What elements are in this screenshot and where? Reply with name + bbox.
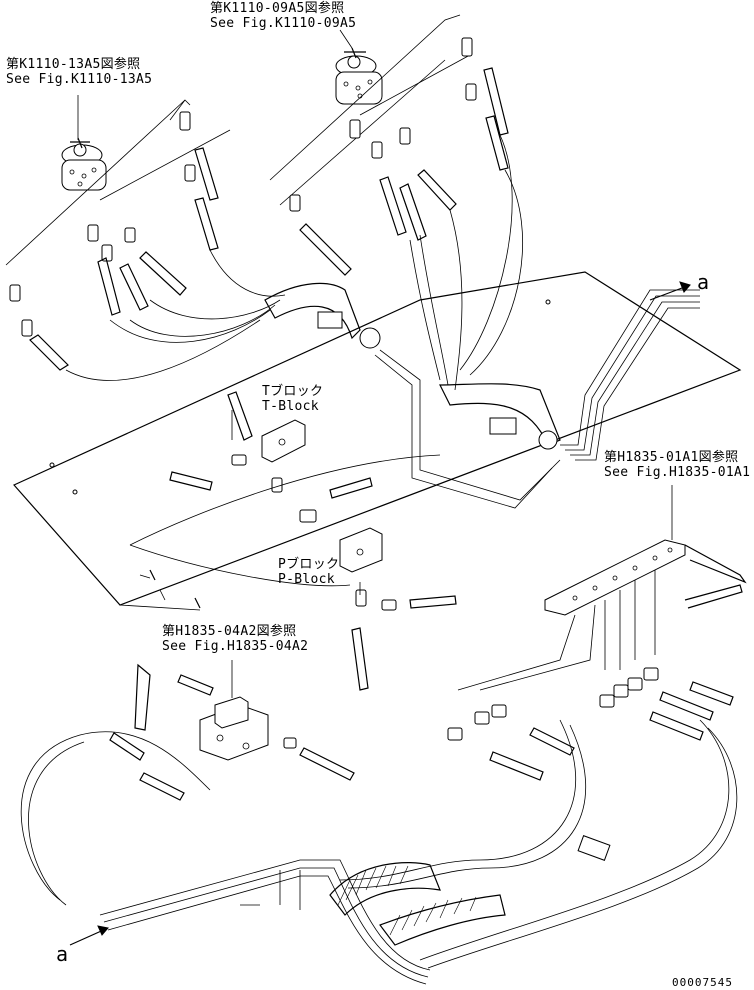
p-block: [129, 454, 457, 691]
ref-label-en: See Fig.H1835-04A2: [162, 639, 309, 654]
t-block-label: Tブロック T-Block: [262, 384, 323, 414]
connector-a-bottom: a: [56, 942, 69, 966]
leader-lines-misc: [77, 29, 673, 698]
connector-arrows: [69, 281, 691, 946]
connector-a-top: a: [697, 270, 710, 294]
ref-label-h1835-04a2: 第H1835-04A2図参照 See Fig.H1835-04A2: [162, 624, 308, 654]
ref-label-k1110-09a5: 第K1110-09A5図参照 See Fig.K1110-09A5: [210, 1, 356, 31]
ref-label-en: See Fig.H1835-01A1: [604, 465, 751, 480]
ref-label-jp: 第H1835-04A2図参照: [162, 624, 297, 639]
p-block-label-jp: Pブロック: [278, 557, 340, 572]
fittings-left-cluster: [9, 111, 219, 371]
solenoid-valve: [109, 663, 355, 801]
document-number: 00007545: [672, 976, 733, 989]
floor-plate: [13, 271, 742, 611]
manifold-bracket: [457, 539, 747, 691]
t-block: [169, 391, 306, 493]
ref-label-en: See Fig.K1110-13A5: [6, 72, 153, 87]
t-block-label-en: T-Block: [262, 399, 319, 414]
ref-label-jp: 第K1110-09A5図参照: [210, 1, 345, 16]
hose-bundle-bottom: [20, 719, 738, 985]
p-block-label: Pブロック P-Block: [278, 557, 339, 587]
ref-label-k1110-13a5: 第K1110-13A5図参照 See Fig.K1110-13A5: [6, 57, 152, 87]
t-block-label-jp: Tブロック: [262, 384, 324, 399]
hose-bundle-right: [374, 134, 700, 509]
ppc-valve-left: [61, 137, 107, 191]
fittings-right-cluster: [289, 37, 509, 276]
hose-bundle-left: [65, 249, 381, 381]
ref-label-jp: 第H1835-01A1図参照: [604, 450, 739, 465]
ref-label-h1835-01a1: 第H1835-01A1図参照 See Fig.H1835-01A1: [604, 450, 750, 480]
ppc-valve-right: [335, 47, 383, 105]
p-block-label-en: P-Block: [278, 572, 335, 587]
leader-lines-top: [5, 14, 471, 266]
ref-label-jp: 第K1110-13A5図参照: [6, 57, 141, 72]
ref-label-en: See Fig.K1110-09A5: [210, 16, 357, 31]
fittings-lower-right: [447, 667, 734, 781]
